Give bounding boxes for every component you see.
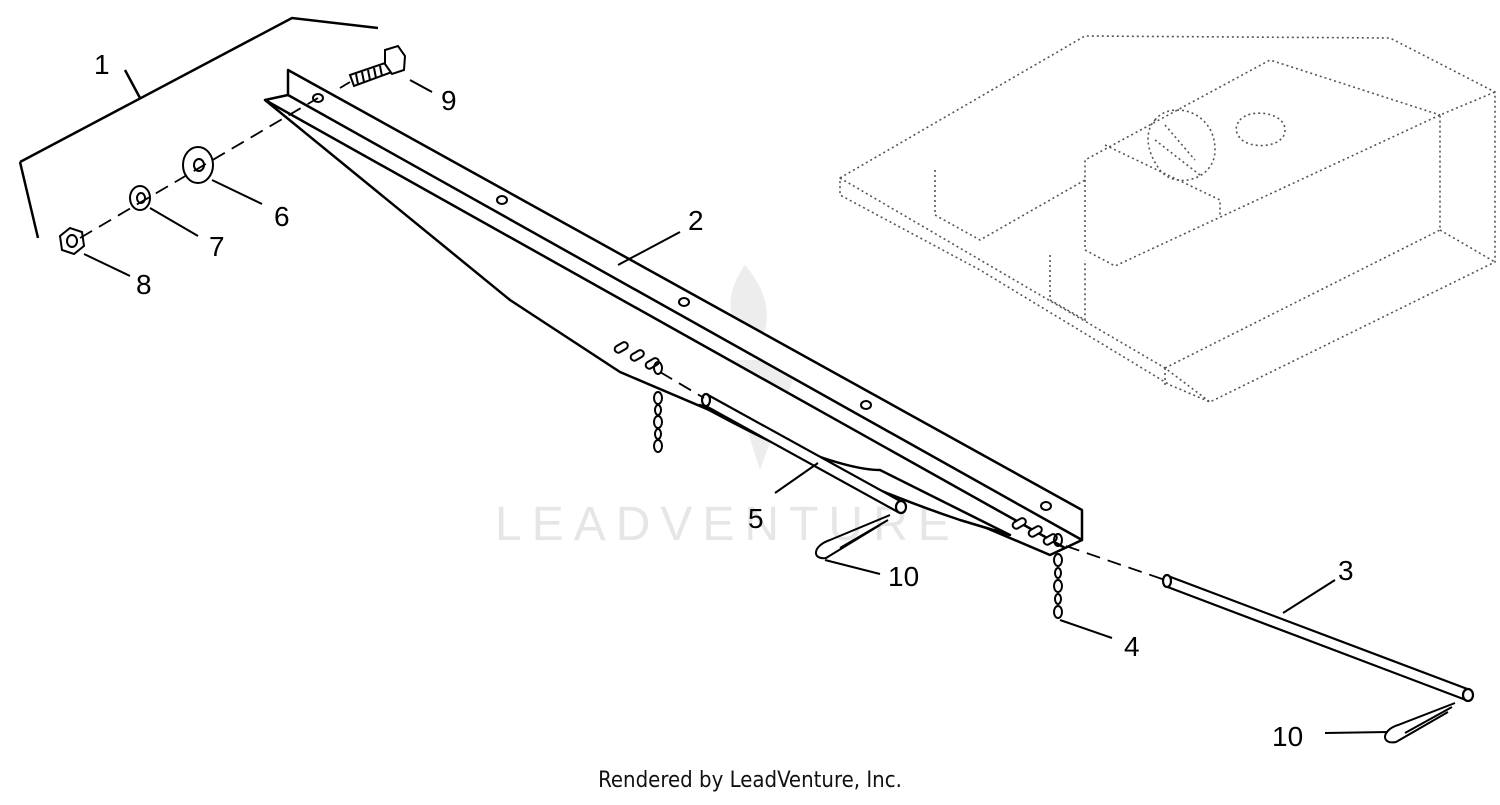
hex-nut: [58, 226, 86, 256]
pin-long: [1161, 573, 1475, 703]
hairpin-clip-right: [1384, 702, 1456, 744]
bolt-holes: [312, 93, 1052, 511]
hitch-bar-web: [263, 98, 1067, 557]
kit-bracket: [18, 16, 379, 239]
watermark-text: LEADVENTURE: [495, 498, 960, 551]
hitch-bar-edge: [264, 93, 1083, 550]
adjustment-slots-right: [1011, 517, 1058, 546]
callout-9: 9: [441, 85, 457, 116]
callout-6: 6: [274, 201, 290, 232]
chain-left: [653, 361, 663, 453]
callout-5: 5: [748, 503, 764, 534]
footer-credit: Rendered by LeadVenture, Inc.: [598, 768, 902, 793]
callout-7: 7: [209, 231, 225, 262]
callout-4: 4: [1124, 631, 1140, 662]
callout-10-right: 10: [1272, 721, 1303, 752]
mower-deck: [839, 35, 1496, 403]
callout-10-left: 10: [888, 561, 919, 592]
hex-bolt: [348, 44, 407, 88]
leader-lines: [83, 79, 1389, 734]
callouts: 1 2 3 4 5 6 7 8 9 10 10: [94, 49, 1354, 752]
flat-washer: [182, 146, 214, 184]
callout-3: 3: [1338, 555, 1354, 586]
callout-1: 1: [94, 49, 110, 80]
hairpin-clip-left: [815, 514, 891, 560]
callout-2: 2: [688, 205, 704, 236]
hitch-bar: [263, 68, 1084, 557]
callout-8: 8: [136, 269, 152, 300]
chain-right: [1053, 533, 1063, 619]
pin-short: [700, 392, 908, 515]
assembly-lines: [79, 81, 1166, 581]
